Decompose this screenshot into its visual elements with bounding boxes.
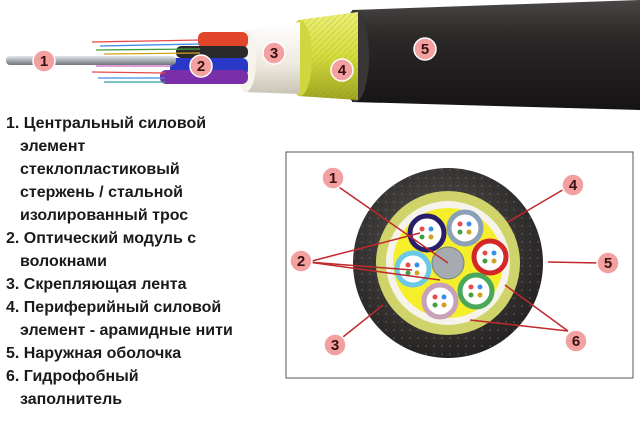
svg-text:1: 1 — [329, 170, 337, 187]
svg-text:2: 2 — [197, 58, 205, 75]
svg-text:3: 3 — [270, 45, 278, 62]
cable-illustration: 1 2 3 4 5 — [6, 0, 640, 110]
cable-badge-3: 3 — [262, 41, 286, 65]
cable-badge-4: 4 — [330, 58, 354, 82]
cs-leader-lines — [307, 182, 601, 342]
svg-text:4: 4 — [338, 62, 347, 79]
cs-badge-6: 6 — [564, 329, 588, 353]
tube-red — [198, 32, 248, 48]
svg-text:1: 1 — [40, 53, 48, 70]
legend-item-5: 5. Наружная оболочка — [6, 345, 182, 362]
cs-badge-1: 1 — [321, 166, 345, 190]
cable-badge-5: 5 — [413, 37, 437, 61]
legend-item-6: 6. Гидрофобный заполнитель — [6, 368, 139, 408]
outer-sheath-shape — [352, 0, 640, 110]
component-legend: 1. Центральный силовой элемент стеклопла… — [6, 112, 276, 411]
cs-badge-5: 5 — [596, 251, 620, 275]
svg-text:5: 5 — [604, 255, 612, 272]
legend-item-2: 2. Оптический модуль с волокнами — [6, 230, 197, 270]
cable-badge-2: 2 — [189, 54, 213, 78]
cs-badge-3: 3 — [323, 333, 347, 357]
svg-text:5: 5 — [421, 41, 429, 58]
svg-text:6: 6 — [572, 333, 580, 350]
legend-item-1: 1. Центральный силовой элемент стеклопла… — [6, 115, 207, 224]
cs-fiber-dots — [405, 221, 497, 308]
cs-badge-2: 2 — [289, 249, 313, 273]
legend-item-3: 3. Скрепляющая лента — [6, 276, 187, 293]
svg-text:2: 2 — [297, 253, 305, 270]
cs-badge-4: 4 — [561, 173, 585, 197]
legend-item-4: 4. Периферийный силовой элемент - арамид… — [6, 299, 233, 339]
svg-text:4: 4 — [569, 177, 578, 194]
svg-text:3: 3 — [331, 337, 339, 354]
cable-badge-1: 1 — [32, 49, 56, 73]
